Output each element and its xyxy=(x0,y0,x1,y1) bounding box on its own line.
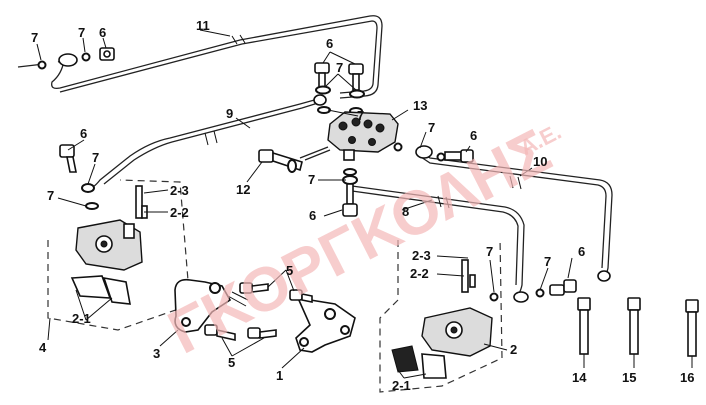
bolt-6-top-pair xyxy=(314,62,365,115)
assembly-outline-2 xyxy=(379,237,503,393)
label-2-3b: 2-3 xyxy=(412,248,431,263)
label-7a: 7 xyxy=(31,30,38,45)
label-11: 11 xyxy=(196,18,210,33)
label-6e: 6 xyxy=(309,208,316,223)
label-2-1b: 2-1 xyxy=(392,378,411,393)
label-15: 15 xyxy=(622,370,636,385)
label-2-1a: 2-1 xyxy=(72,311,91,326)
caliper-right xyxy=(421,259,493,357)
label-7g: 7 xyxy=(308,172,315,187)
long-bolt-15 xyxy=(627,297,641,355)
label-7j: 7 xyxy=(486,244,493,259)
label-13: 13 xyxy=(413,98,427,113)
brake-line-9 xyxy=(89,94,327,188)
brake-pads-left xyxy=(70,275,131,305)
label-12: 12 xyxy=(236,182,250,197)
label-7b: 7 xyxy=(78,25,85,40)
label-7e: 7 xyxy=(92,150,99,165)
bolt-12 xyxy=(258,149,303,173)
label-6d: 6 xyxy=(470,128,477,143)
label-6a: 6 xyxy=(99,25,106,40)
label-2-2a: 2-2 xyxy=(170,205,189,220)
label-2-2b: 2-2 xyxy=(410,266,429,281)
label-7f: 7 xyxy=(428,120,435,135)
label-16: 16 xyxy=(680,370,694,385)
bolts-5 xyxy=(204,282,313,341)
brake-line-10 xyxy=(415,145,613,282)
label-7d: 7 xyxy=(357,108,364,123)
part-labels: 11 7 7 6 6 7 7 13 9 6 7 7 6 10 12 7 6 8 … xyxy=(31,18,694,393)
brake-pads-right xyxy=(391,345,447,379)
label-5a: 5 xyxy=(286,263,293,278)
junction-block-13 xyxy=(299,111,399,161)
brake-line-8 xyxy=(351,185,529,303)
bolt-6-left xyxy=(59,144,99,210)
label-4: 4 xyxy=(39,340,47,355)
label-5b: 5 xyxy=(228,355,235,370)
label-7h: 7 xyxy=(47,188,54,203)
label-1: 1 xyxy=(276,368,283,383)
label-6c: 6 xyxy=(80,126,87,141)
label-2: 2 xyxy=(510,342,517,357)
label-8: 8 xyxy=(402,204,409,219)
label-6b: 6 xyxy=(326,36,333,51)
banjo-right-small xyxy=(489,279,577,302)
label-14: 14 xyxy=(572,370,587,385)
leader-lines xyxy=(36,29,693,379)
label-3: 3 xyxy=(153,346,160,361)
banjo-bolt-left-top xyxy=(37,47,115,70)
label-9: 9 xyxy=(226,106,233,121)
long-bolt-16 xyxy=(685,299,699,357)
caliper-bracket-3 xyxy=(174,278,249,333)
label-7c: 7 xyxy=(336,60,343,75)
bolt-6-right-block xyxy=(393,142,474,163)
label-7i: 7 xyxy=(544,254,551,269)
label-10: 10 xyxy=(533,154,547,169)
long-bolt-14 xyxy=(577,297,591,355)
assembly-outline-4 xyxy=(47,179,191,331)
label-2-3a: 2-3 xyxy=(170,183,189,198)
label-6f: 6 xyxy=(578,244,585,259)
caliper-left xyxy=(75,185,148,271)
caliper-bracket-1 xyxy=(295,296,356,353)
